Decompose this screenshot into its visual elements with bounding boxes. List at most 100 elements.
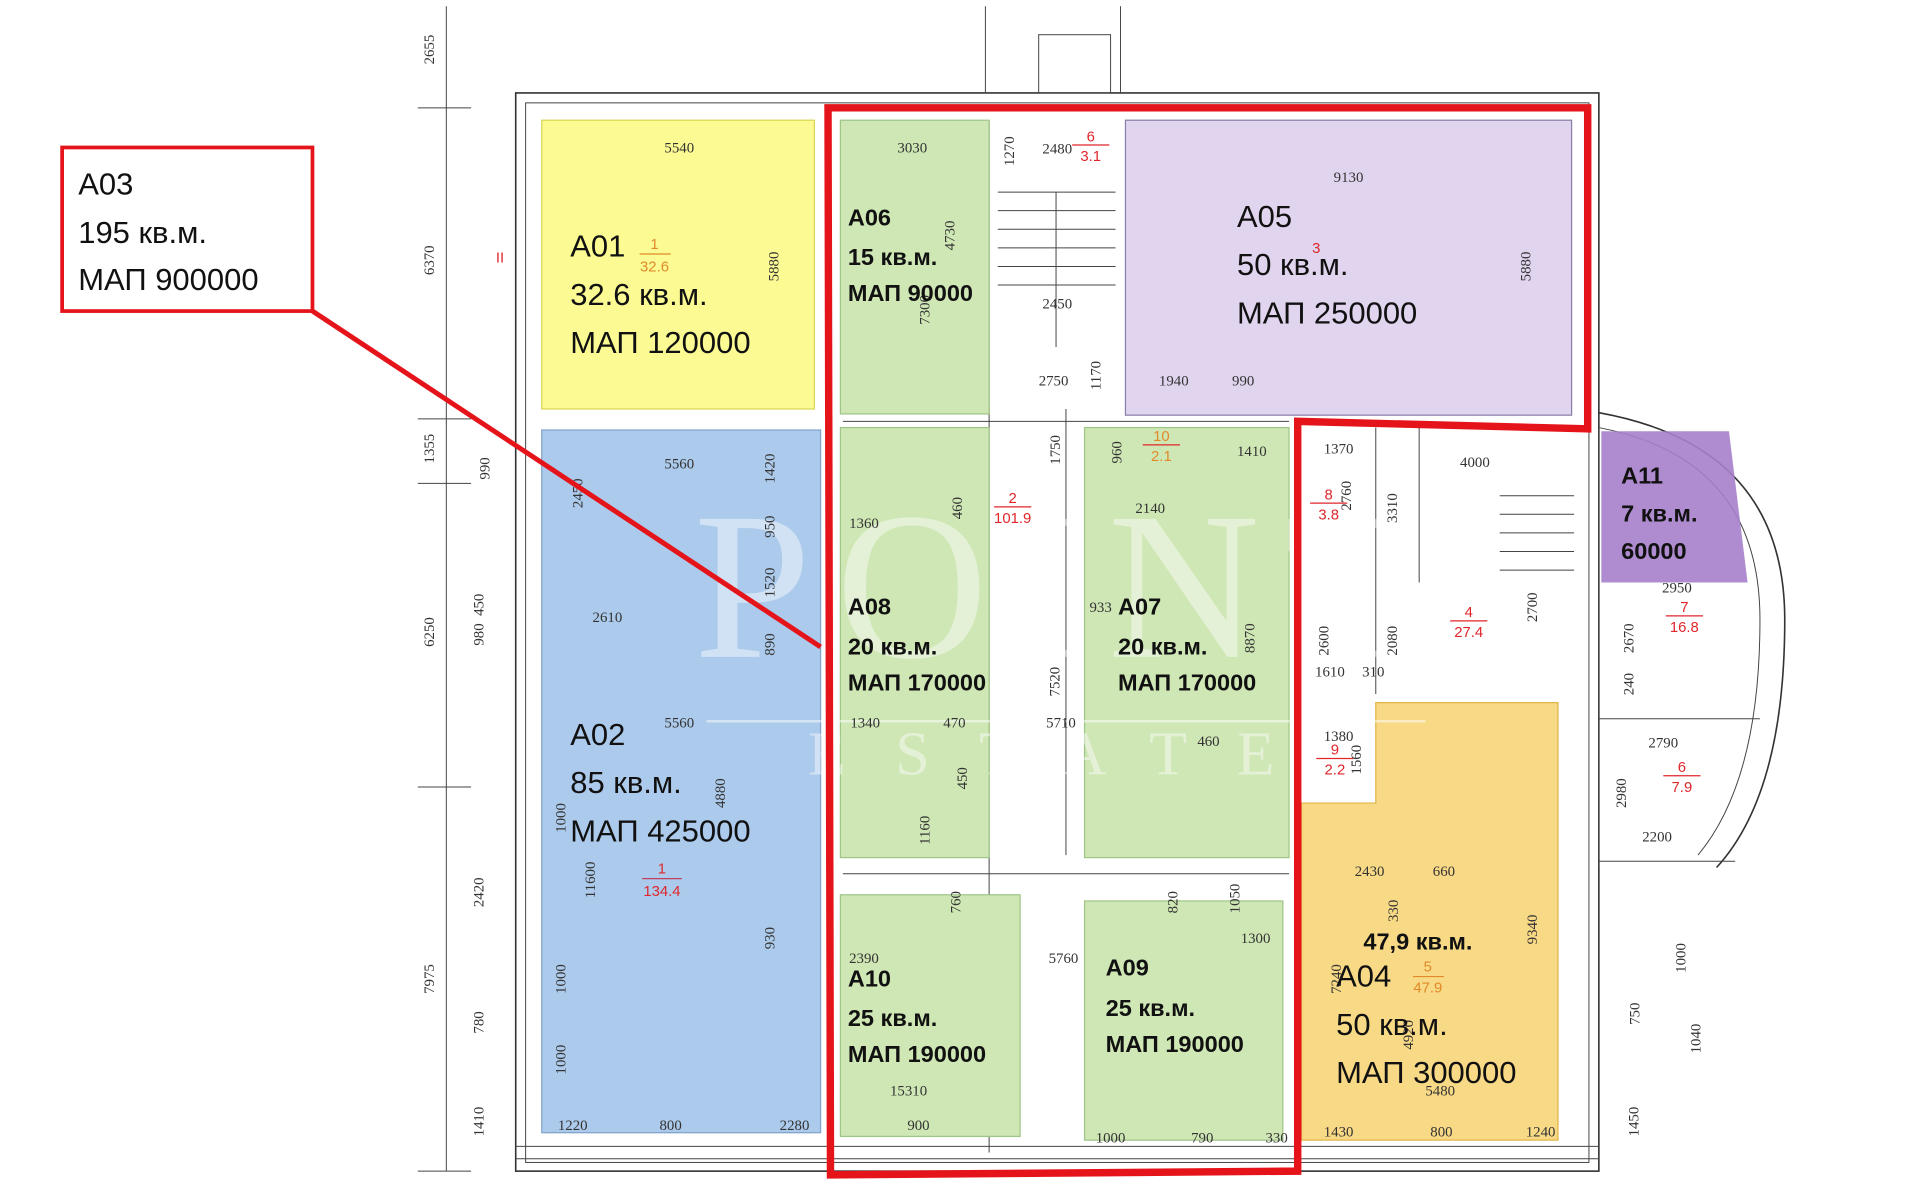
- dimension-label: 7300: [918, 295, 934, 325]
- unit-price: МАП 250000: [1237, 295, 1417, 330]
- plan-room-num: 6: [1678, 760, 1686, 776]
- unit-code: A04: [1336, 958, 1391, 993]
- dimension-label: 1450: [1627, 1107, 1643, 1137]
- label-a01: A01 1 32.6 32.6 кв.м. МАП 120000: [570, 229, 750, 361]
- dimension-label: 1000: [1674, 943, 1690, 973]
- dimension-label: 4920: [1401, 1020, 1417, 1050]
- dimension-label: 5480: [1425, 1084, 1455, 1100]
- plan-room-number: 427.4: [1450, 605, 1488, 641]
- label-a10: A10 25 кв.м. МАП 190000: [848, 965, 986, 1067]
- unit-code: A05: [1237, 199, 1292, 234]
- dimension-label: 800: [659, 1118, 681, 1134]
- plan-room-num: 10: [1153, 429, 1170, 445]
- dimension-label: 2280: [780, 1118, 810, 1134]
- dimension-label: 460: [950, 497, 966, 519]
- unit-price: МАП 190000: [848, 1041, 986, 1067]
- dimension-label: 2430: [1355, 864, 1385, 880]
- callout-area: 195 кв.м.: [78, 215, 207, 250]
- dimension-label: 4880: [713, 778, 729, 808]
- room-a07[interactable]: [1083, 426, 1290, 859]
- dimension-label: 310: [1362, 665, 1384, 681]
- plan-room-number: 716.8: [1665, 600, 1703, 636]
- room-a05[interactable]: [1124, 119, 1573, 416]
- unit-area: 15 кв.м.: [848, 244, 937, 270]
- unit-price: МАП 300000: [1336, 1055, 1516, 1090]
- unit-price: МАП 170000: [1118, 669, 1256, 695]
- dimension-label: 1520: [763, 568, 779, 598]
- unit-area-measured: 47,9 кв.м.: [1363, 928, 1472, 954]
- dimension-label: 460: [1197, 734, 1219, 750]
- dimension-label: 2760: [1339, 481, 1355, 511]
- dimension-label: 4000: [1460, 455, 1490, 471]
- plan-area: 32.6: [640, 259, 669, 275]
- unit-price: 60000: [1621, 538, 1686, 564]
- plan-room-num: 7: [1680, 600, 1688, 616]
- dimension-label: 1000: [553, 1045, 569, 1075]
- dimension-label: 820: [1165, 891, 1181, 913]
- plan-room-num: 6: [1087, 129, 1095, 145]
- dimension-label: 1220: [558, 1118, 588, 1134]
- dimension-label: 800: [1430, 1124, 1452, 1140]
- dimension-label: 2420: [471, 877, 487, 907]
- dimension-label: 1000: [553, 964, 569, 994]
- room-a01[interactable]: [541, 119, 816, 410]
- callout-unit: A03: [78, 167, 133, 202]
- plan-room-num: 8: [1325, 487, 1333, 503]
- label-a02: A02 85 кв.м. МАП 425000 1 134.4: [570, 717, 750, 900]
- unit-price: МАП 90000: [848, 280, 973, 306]
- plan-room-number: 63.1: [1072, 129, 1110, 165]
- callout-a03[interactable]: A03 195 кв.м. МАП 900000: [60, 145, 315, 313]
- dimension-label: 1000: [553, 803, 569, 833]
- dimension-label: 2450: [1042, 297, 1072, 313]
- dimension-label: 1940: [1159, 373, 1189, 389]
- dimension-label: 5710: [1046, 715, 1076, 731]
- room-a08[interactable]: [839, 426, 990, 859]
- room-a02[interactable]: [541, 429, 822, 1134]
- unit-area: 50 кв.м.: [1336, 1007, 1448, 1042]
- room-a06[interactable]: [839, 119, 990, 415]
- dimension-label: 1240: [1526, 1124, 1556, 1140]
- plan-area: 47.9: [1413, 981, 1442, 997]
- dimension-label: 240: [1622, 673, 1638, 695]
- dimension-label: 780: [471, 1011, 487, 1033]
- plan-room-area: 3.8: [1318, 507, 1339, 523]
- label-a06: A06 15 кв.м. МАП 90000: [848, 205, 973, 307]
- dimension-label: 933: [1090, 600, 1112, 616]
- unit-area: 20 кв.м.: [848, 633, 937, 659]
- dimension-label: 1170: [1089, 361, 1105, 390]
- dimension-label: 1560: [1349, 745, 1365, 775]
- room-a11[interactable]: [1601, 431, 1748, 583]
- dimension-label: 330: [1265, 1131, 1287, 1147]
- label-a08: A08 20 кв.м. МАП 170000: [848, 594, 986, 696]
- dimension-label: 5880: [1519, 252, 1535, 282]
- unit-code: A06: [848, 205, 891, 231]
- label-a09: A09 25 кв.м. МАП 190000: [1106, 954, 1244, 1057]
- plan-room-num: 2: [1009, 491, 1017, 507]
- unit-price: МАП 170000: [848, 669, 986, 695]
- dimension-label: 3310: [1385, 493, 1401, 523]
- room-a10[interactable]: [839, 894, 1021, 1138]
- dimension-label: 760: [949, 891, 965, 913]
- dimension-label: 4730: [942, 221, 958, 251]
- room-a09[interactable]: [1083, 900, 1284, 1141]
- dimension-label: 1160: [918, 816, 934, 845]
- dimension-label: 1430: [1324, 1124, 1354, 1140]
- unit-code: A09: [1106, 954, 1149, 980]
- label-a07: A07 20 кв.м. МАП 170000: [1118, 594, 1256, 696]
- dimension-label: 2140: [1135, 501, 1165, 517]
- dimension-label: 1410: [1237, 444, 1267, 460]
- dimension-labels: 2655637013556250797514109904509802420780…: [422, 35, 1705, 1147]
- callout-price: МАП 900000: [78, 262, 258, 297]
- dimension-label: 2600: [1317, 626, 1333, 656]
- dimension-label: 5880: [766, 252, 782, 282]
- dimension-label: 930: [763, 927, 779, 949]
- label-a04: 47,9 кв.м. A04 5 47.9 50 кв.м. МАП 30000…: [1336, 928, 1516, 1090]
- plan-room-num: 4: [1465, 605, 1473, 621]
- dimension-label: 2790: [1648, 735, 1678, 751]
- dimension-label: 1420: [763, 454, 779, 484]
- plan-num: 3: [1312, 241, 1320, 257]
- dimension-label: 2950: [1662, 580, 1692, 596]
- unit-price: МАП 425000: [570, 813, 750, 848]
